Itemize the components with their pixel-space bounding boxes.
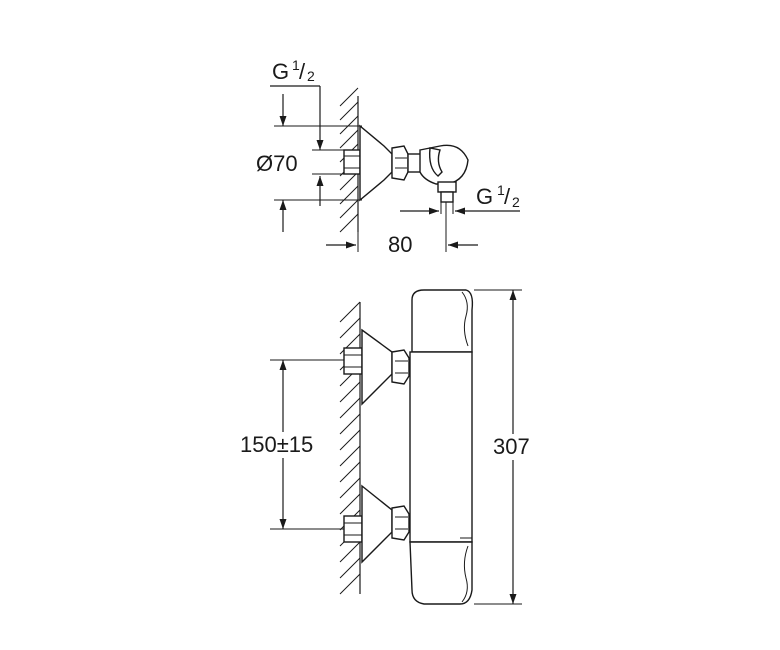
top-hex-nut xyxy=(391,145,409,181)
body-cylinder xyxy=(409,351,473,543)
spacing-label: 150±15 xyxy=(240,432,313,457)
top-rosette xyxy=(359,124,393,202)
body-top-handle xyxy=(411,289,474,353)
top-outlet-spout xyxy=(440,191,454,203)
lower-hex-nut xyxy=(391,505,410,541)
dia-label: Ø70 xyxy=(256,151,298,176)
top-body-profile xyxy=(419,144,469,185)
upper-rosette xyxy=(361,328,393,406)
lower-rosette xyxy=(361,484,393,564)
body-bottom-handle xyxy=(409,541,473,605)
top-handle-grip-line xyxy=(461,291,469,347)
upper-hex-nut xyxy=(391,349,410,385)
front-view: 150±15 307 xyxy=(236,289,536,605)
upper-inlet-nipple xyxy=(343,347,363,375)
top-inlet-nipple xyxy=(343,149,361,175)
bottom-handle-grip-line xyxy=(461,545,469,603)
depth-label: 80 xyxy=(388,232,412,257)
length-label: 307 xyxy=(493,434,530,459)
top-outlet-nut xyxy=(437,181,457,193)
front-wall-hatch xyxy=(339,301,361,595)
top-handle xyxy=(428,147,443,177)
lower-inlet-nipple xyxy=(343,515,363,543)
